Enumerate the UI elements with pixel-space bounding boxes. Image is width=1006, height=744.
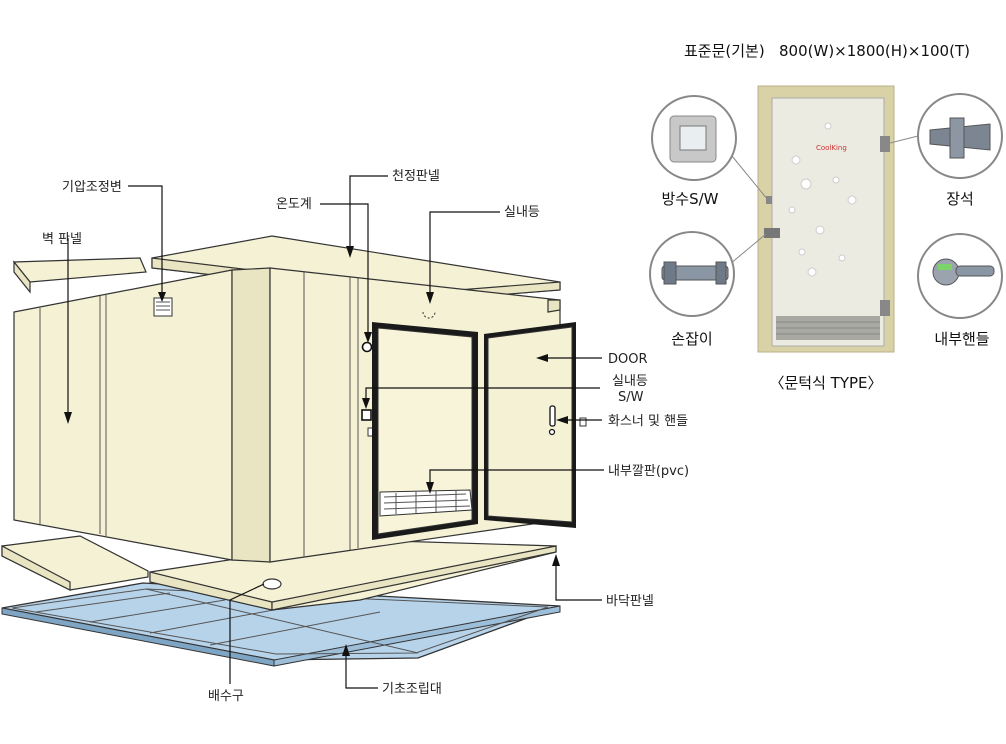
label-floor-panel: 바닥판넬	[606, 594, 654, 609]
callout-hinge-label: 장석	[946, 190, 974, 208]
label-drain: 배수구	[208, 689, 244, 704]
diagram-labels: 기압조정변 벽 판넬 온도계 천정판넬 실내등 DOOR 실내등 S/W 화스너…	[42, 169, 689, 704]
interior-light-mark	[422, 311, 436, 319]
leader-lines	[64, 175, 604, 689]
callout-hinge: 장석	[917, 93, 1003, 208]
callout-waterproof-switch-label: 방수S/W	[661, 190, 718, 208]
door-opening	[372, 322, 478, 540]
door-spec-title: 표준문(기본) 800(W)×1800(H)×100(T)	[684, 42, 970, 60]
label-light-switch-1: 실내등	[612, 374, 648, 389]
thermometer-dial	[361, 341, 373, 353]
label-pressure-valve: 기압조정변	[62, 180, 122, 195]
door-spec-section: 표준문(기본) 800(W)×1800(H)×100(T) CoolKing	[649, 42, 1003, 392]
label-inner-floor-board: 내부깔판(pvc)	[608, 464, 689, 479]
label-base-frame: 기초조립대	[382, 682, 442, 697]
door-handle	[549, 405, 556, 427]
label-interior-light: 실내등	[504, 205, 540, 220]
label-fastener-handle: 화스너 및 핸들	[608, 413, 688, 429]
label-light-switch-2: S/W	[618, 390, 644, 405]
wall-panels	[13, 267, 561, 563]
light-switch-box	[361, 409, 372, 421]
standard-door-photo: CoolKing	[757, 85, 895, 353]
label-door: DOOR	[608, 352, 648, 367]
door-type-caption: 〈문턱식 TYPE〉	[769, 374, 882, 392]
label-wall-panel: 벽 판넬	[42, 232, 82, 247]
callout-handle-label: 손잡이	[671, 330, 712, 348]
drain-hole	[262, 578, 282, 590]
callout-inner-handle: 내부핸들	[917, 233, 1003, 348]
label-ceiling-panel: 천정판넬	[392, 169, 440, 184]
pressure-valve-vent	[153, 297, 173, 317]
label-thermometer: 온도계	[276, 197, 312, 212]
callout-waterproof-switch: 방수S/W	[651, 95, 737, 208]
door-brand: CoolKing	[816, 144, 847, 152]
callout-handle: 손잡이	[649, 231, 735, 348]
callout-inner-handle-label: 내부핸들	[934, 330, 989, 348]
open-door-panel	[484, 299, 587, 528]
